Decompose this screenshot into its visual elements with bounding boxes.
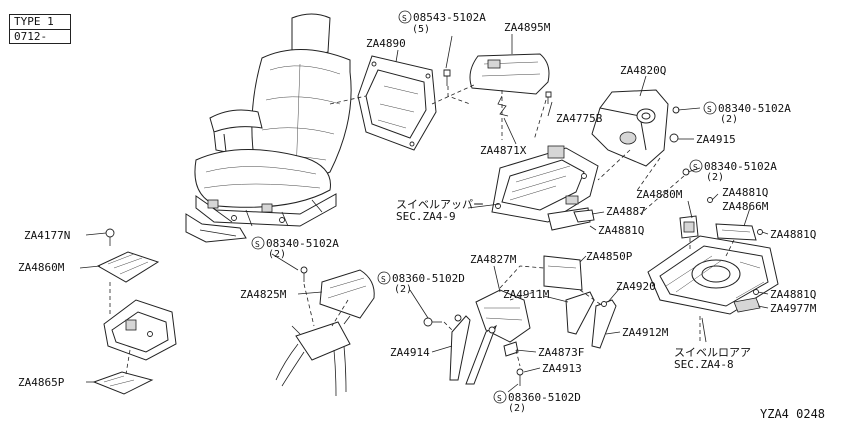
- swivel-upper-mechanism: [491, 145, 599, 231]
- label-za4881q-1: ZA4881Q: [722, 186, 768, 199]
- label-za4825m: ZA4825M: [240, 288, 287, 301]
- label-za4881q-3: ZA4881Q: [598, 224, 644, 237]
- label-swivel-lower-jp: スイベルロアア: [674, 346, 751, 359]
- step-assembly-left: [92, 228, 177, 395]
- screw-symbol-icon: [703, 101, 717, 115]
- screw-symbol-icon: [493, 390, 507, 404]
- label-za4912m: ZA4912M: [622, 326, 669, 339]
- label-08340-b-part: 08340-5102A: [704, 160, 777, 173]
- fastener-screw-top: [443, 69, 552, 104]
- label-za4920: ZA4920: [616, 280, 656, 293]
- label-za4850p: ZA4850P: [586, 250, 633, 263]
- label-za4177n: ZA4177N: [24, 229, 70, 242]
- label-za4775b: ZA4775B: [556, 112, 603, 125]
- label-08340-b-qty: (2): [706, 172, 724, 183]
- screw-symbol-icon: [689, 159, 703, 173]
- screw-symbol-icon: [251, 236, 265, 250]
- label-08360-a-part: 08360-5102D: [392, 272, 465, 285]
- label-08340-a-part: 08340-5102A: [718, 102, 791, 115]
- label-za4871x: ZA4871X: [480, 144, 527, 157]
- label-swivel-upper-jp: スイベルアッパー: [396, 198, 484, 211]
- leader-lines: [79, 34, 769, 393]
- svg-text:S: S: [497, 394, 502, 403]
- svg-text:S: S: [707, 105, 712, 114]
- label-za4913: ZA4913: [542, 362, 582, 375]
- label-za4865p: ZA4865P: [18, 376, 65, 389]
- lower-cushion-and-frame: [275, 266, 375, 397]
- recliner-link-assembly: [423, 255, 617, 386]
- label-08360-b-qty: (2): [508, 403, 526, 414]
- label-08360-a-qty: (2): [394, 284, 412, 295]
- connection-lines: [109, 83, 735, 375]
- label-08340-c-part: 08340-5102A: [266, 237, 339, 250]
- label-za4895m: ZA4895M: [504, 21, 551, 34]
- label-za4860m: ZA4860M: [18, 261, 65, 274]
- label-swivel-upper-sec: SEC.ZA4-9: [396, 210, 456, 223]
- label-za4820q: ZA4820Q: [620, 64, 666, 77]
- label-za4827m: ZA4827M: [470, 253, 517, 266]
- back-frame-panel: [357, 55, 437, 151]
- label-08340-c-qty: (2): [268, 249, 286, 260]
- label-za4911m: ZA4911M: [503, 288, 550, 301]
- type-box-line1: TYPE 1: [10, 15, 70, 30]
- label-za4881q-4: ZA4881Q: [770, 288, 816, 301]
- label-za4881q-2: ZA4881Q: [770, 228, 816, 241]
- type-box-line2: 0712-: [14, 30, 48, 43]
- type-box: TYPE 1 0712-: [9, 14, 71, 44]
- callout-labels: S 08543-5102A (5) ZA4895M ZA4890 ZA4820Q…: [18, 10, 825, 421]
- label-08543-part: 08543-5102A: [413, 11, 486, 24]
- label-za4914: ZA4914: [390, 346, 430, 359]
- swivel-lower-base: [647, 197, 779, 315]
- diagram-code: YZA4 0248: [760, 407, 825, 421]
- label-za4873f: ZA4873F: [538, 346, 584, 359]
- label-za4890: ZA4890: [366, 37, 406, 50]
- label-za4887: ZA4887: [606, 205, 646, 218]
- svg-text:S: S: [693, 163, 698, 172]
- seat-assembly-illustration: [185, 13, 352, 243]
- svg-text:S: S: [402, 14, 407, 23]
- svg-text:S: S: [381, 275, 386, 284]
- screw-symbol-icon: [398, 10, 412, 24]
- screw-symbol-icon: [377, 271, 391, 285]
- label-za4977m: ZA4977M: [770, 302, 817, 315]
- svg-text:S: S: [255, 240, 260, 249]
- swivel-bracket-cover: [591, 89, 701, 176]
- label-08340-a-qty: (2): [720, 114, 738, 125]
- label-za4915: ZA4915: [696, 133, 736, 146]
- label-za4880m: ZA4880M: [636, 188, 683, 201]
- label-08543-qty: (5): [412, 24, 430, 35]
- label-08360-b-part: 08360-5102D: [508, 391, 581, 404]
- cover-panel: [469, 53, 550, 117]
- label-za4866m: ZA4866M: [722, 200, 769, 213]
- label-swivel-lower-sec: SEC.ZA4-8: [674, 358, 734, 371]
